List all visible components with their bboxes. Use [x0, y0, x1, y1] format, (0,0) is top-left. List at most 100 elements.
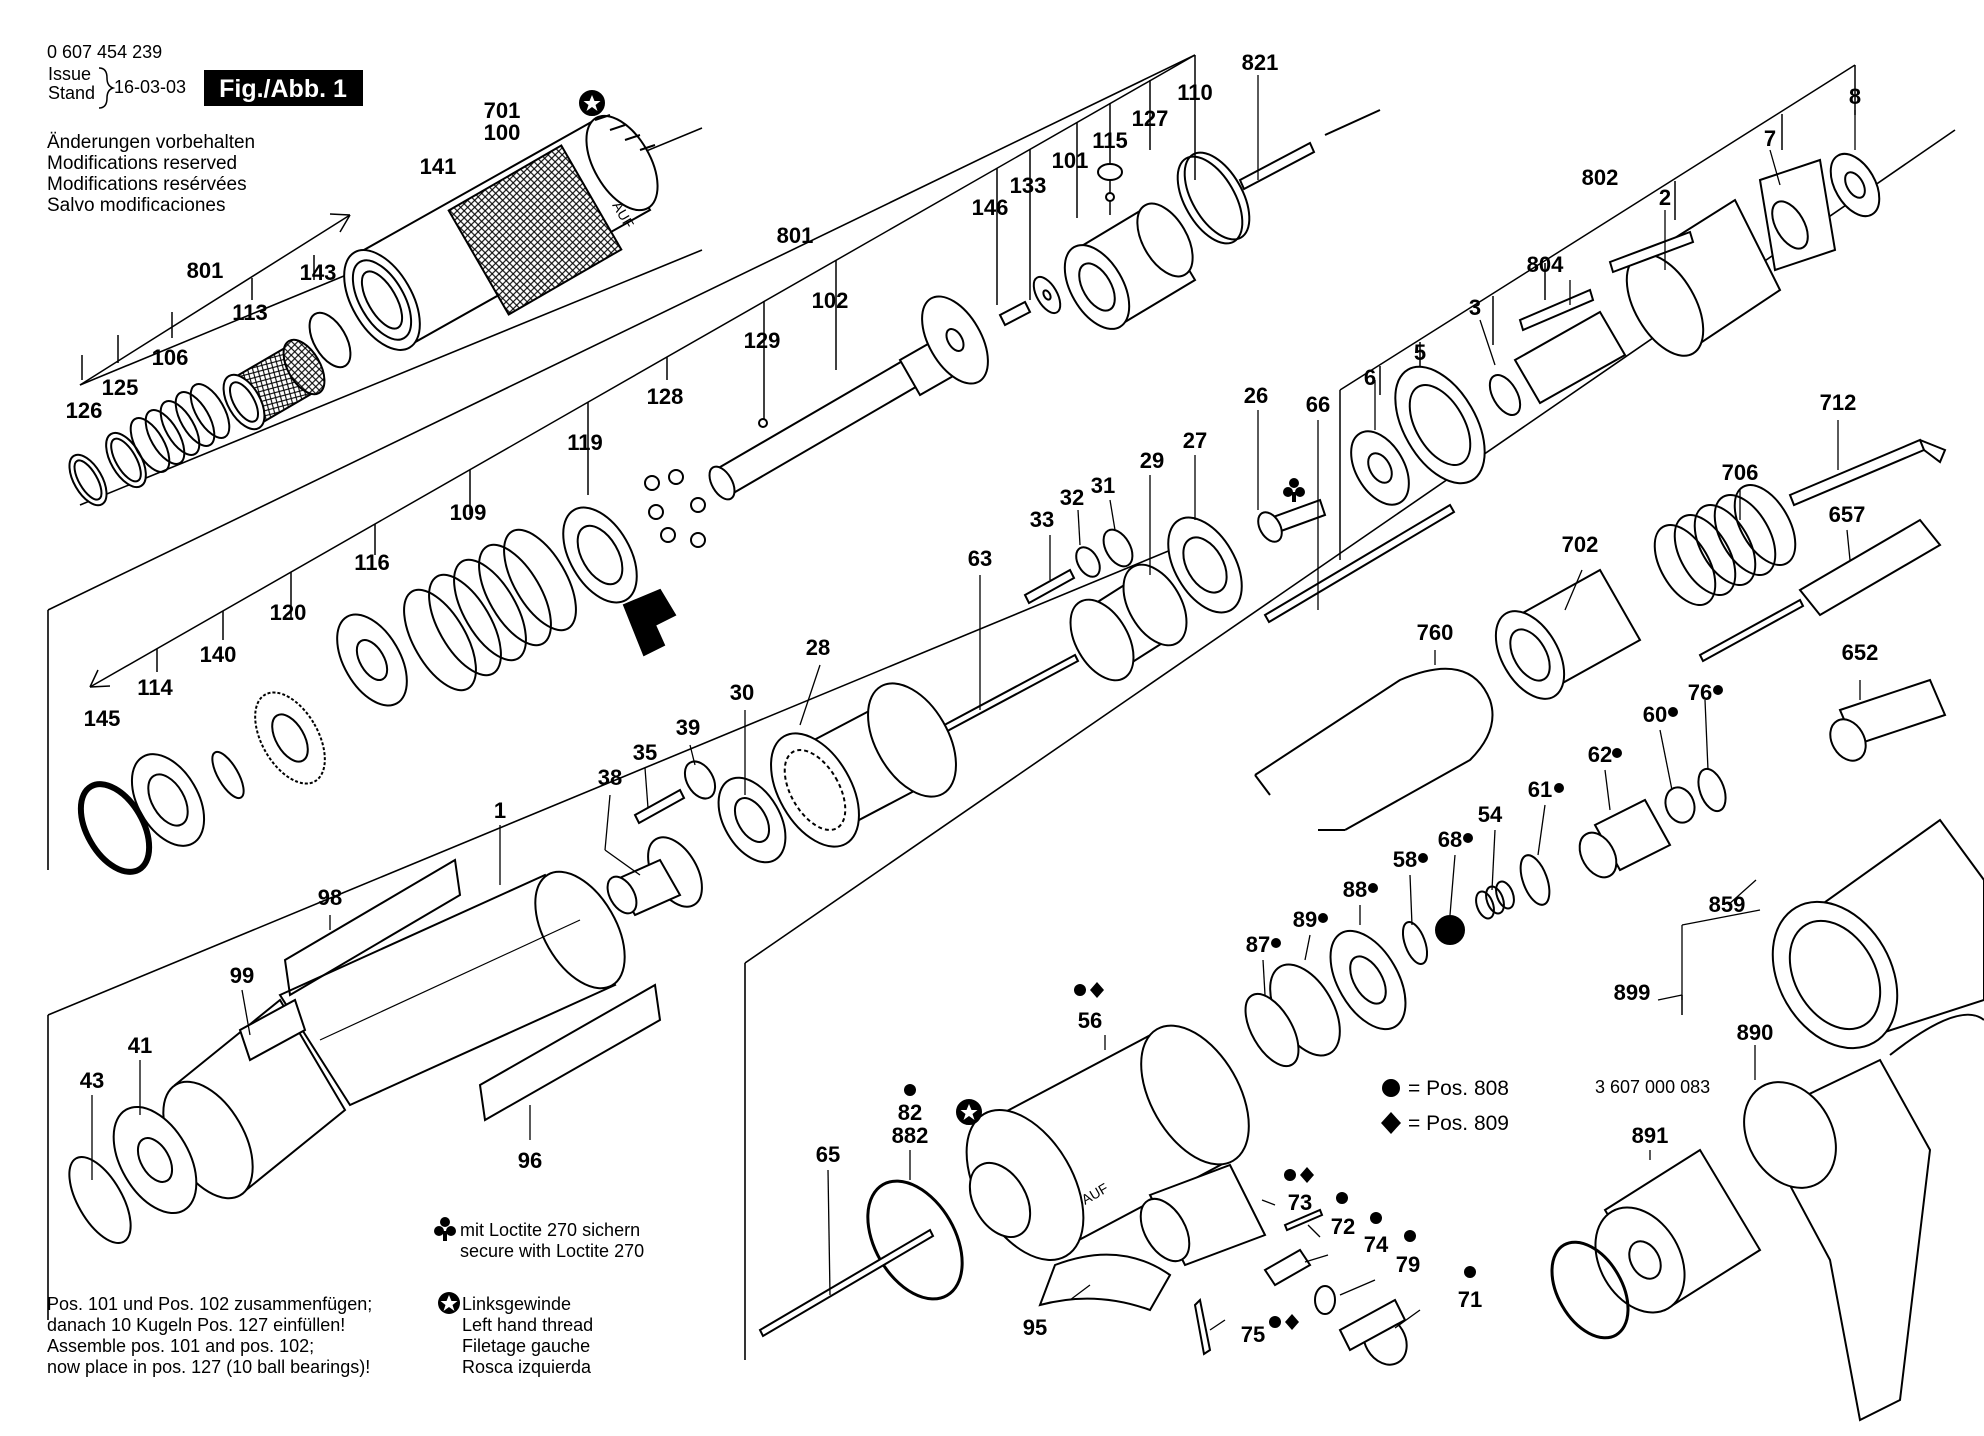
- part-label-113: 113: [232, 300, 268, 325]
- legend-pos-809: = Pos. 809: [1408, 1112, 1509, 1135]
- part-label-6: 6: [1364, 365, 1376, 390]
- part-label-73: 73: [1288, 1190, 1312, 1215]
- part-label-110: 110: [1177, 80, 1213, 105]
- end-plate-5: [1394, 365, 1486, 485]
- part-label-712: 712: [1820, 390, 1857, 415]
- marker-dot-58: [1418, 853, 1428, 863]
- loctite-note-de: mit Loctite 270 sichern: [460, 1220, 640, 1240]
- pin-146: [998, 300, 1032, 327]
- pin-821: [1238, 141, 1316, 191]
- cap-115: [1097, 163, 1123, 181]
- valve-seat-88: [1329, 929, 1407, 1031]
- planet-carrier-29: [1069, 563, 1188, 682]
- part-label-141: 141: [420, 154, 457, 179]
- issue-label: Issue: [48, 64, 91, 84]
- part-group-valve: AUF: [758, 438, 1984, 1422]
- clutch-body-101: [1063, 202, 1197, 330]
- part-129: [758, 418, 768, 428]
- part-label-39: 39: [676, 715, 700, 740]
- stand-label: Stand: [48, 83, 95, 103]
- part-label-126: 126: [66, 398, 103, 423]
- exhaust-hose-859: [1771, 818, 1984, 1050]
- part-label-119: 119: [567, 430, 603, 455]
- left-hand-thread-symbol-mid: [956, 1099, 982, 1125]
- part-label-882: 882: [892, 1123, 929, 1148]
- spindle-102: [708, 295, 989, 501]
- bushing-119: [562, 506, 638, 604]
- marker-dot-75: [1269, 1316, 1281, 1328]
- part-label-821: 821: [1242, 50, 1279, 75]
- part-label-101: 101: [1052, 148, 1089, 173]
- balls-128: [644, 469, 706, 548]
- pinion-26: [1257, 498, 1327, 543]
- part-label-109: 109: [450, 500, 487, 525]
- assembly-note-2: danach 10 Kugeln Pos. 127 einfüllen!: [47, 1315, 345, 1335]
- kit-number: 3 607 000 083: [1595, 1077, 1710, 1097]
- knurled-sleeve-113: [222, 338, 326, 431]
- gear-ring-120: [254, 691, 326, 785]
- spring-106: [129, 383, 231, 473]
- part-label-41: 41: [128, 1033, 152, 1058]
- part-label-58: 58: [1393, 847, 1417, 872]
- marker-dot-79: [1404, 1230, 1416, 1242]
- part-label-2: 2: [1659, 185, 1671, 210]
- part-label-68: 68: [1438, 827, 1462, 852]
- part-group-motor: [68, 152, 1881, 1244]
- collar-assembly-141-701-100: AUF: [343, 114, 659, 351]
- part-label-8: 8: [1849, 84, 1861, 109]
- marker-dot-87: [1271, 938, 1281, 948]
- notice-de: Änderungen vorbehalten: [47, 132, 255, 153]
- notes: mit Loctite 270 sichern secure with Loct…: [47, 1217, 644, 1377]
- issue-date: 16-03-03: [114, 77, 186, 97]
- marker-dot-72: [1336, 1192, 1348, 1204]
- loctite-note-club-icon: [434, 1217, 456, 1241]
- marker-dot-82: [904, 1084, 916, 1096]
- issue-brace: [98, 67, 116, 109]
- part-label-143: 143: [300, 260, 337, 285]
- handle-890: [1743, 1013, 1984, 1422]
- marker-dot-71: [1464, 1266, 1476, 1278]
- left-hand-thread-symbol-top: [579, 90, 605, 116]
- leader-lines: [91, 75, 1861, 1331]
- part-label-859: 859: [1709, 892, 1746, 917]
- left-hand-note-en: Left hand thread: [462, 1315, 593, 1335]
- legend: = Pos. 808 = Pos. 809 3 607 000 083: [1381, 1077, 1710, 1135]
- part-label-129: 129: [744, 328, 781, 353]
- label-96: [478, 983, 662, 1122]
- part-label-99: 99: [230, 963, 254, 988]
- left-hand-note-de: Linksgewinde: [462, 1294, 571, 1314]
- ring-87: [1244, 992, 1300, 1068]
- ring-gear-28: [770, 682, 957, 848]
- part-label-61: 61: [1528, 777, 1552, 802]
- o-ring-143: [308, 311, 352, 369]
- valve-body-56: AUF: [965, 1024, 1250, 1261]
- o-ring-145: [77, 781, 153, 875]
- loctite-note-en: secure with Loctite 270: [460, 1241, 644, 1261]
- exhaust-part-891: [1550, 1148, 1762, 1340]
- part-label-145: 145: [84, 706, 121, 731]
- legend-dot-icon: [1382, 1079, 1400, 1097]
- part-label-890: 890: [1737, 1020, 1774, 1045]
- part-label-114: 114: [137, 675, 173, 700]
- part-label-102: 102: [812, 288, 849, 313]
- bracket-black: [622, 588, 677, 657]
- part-label-72: 72: [1331, 1214, 1355, 1239]
- bearing-6: [1350, 430, 1410, 506]
- pin-66: [1263, 503, 1456, 624]
- part-label-75: 75: [1241, 1322, 1265, 1347]
- o-ring-79: [1314, 1285, 1336, 1315]
- gear-31: [1102, 528, 1134, 568]
- o-ring-58: [1401, 921, 1429, 965]
- gear-39: [683, 760, 717, 800]
- part-label-106: 106: [152, 345, 189, 370]
- marker-dot-89: [1318, 913, 1328, 923]
- hose-nipple-652: [1829, 678, 1947, 762]
- screwdriver-657: [1698, 518, 1942, 663]
- part-label-115: 115: [1092, 128, 1128, 153]
- pin-33: [1023, 568, 1076, 605]
- ball-127: [1105, 192, 1115, 202]
- assembly-note-4: now place in pos. 127 (10 ball bearings)…: [47, 1357, 370, 1377]
- part-label-79: 79: [1396, 1252, 1420, 1277]
- legend-diamond-icon: [1381, 1112, 1401, 1134]
- end-plate-7: [1758, 158, 1837, 272]
